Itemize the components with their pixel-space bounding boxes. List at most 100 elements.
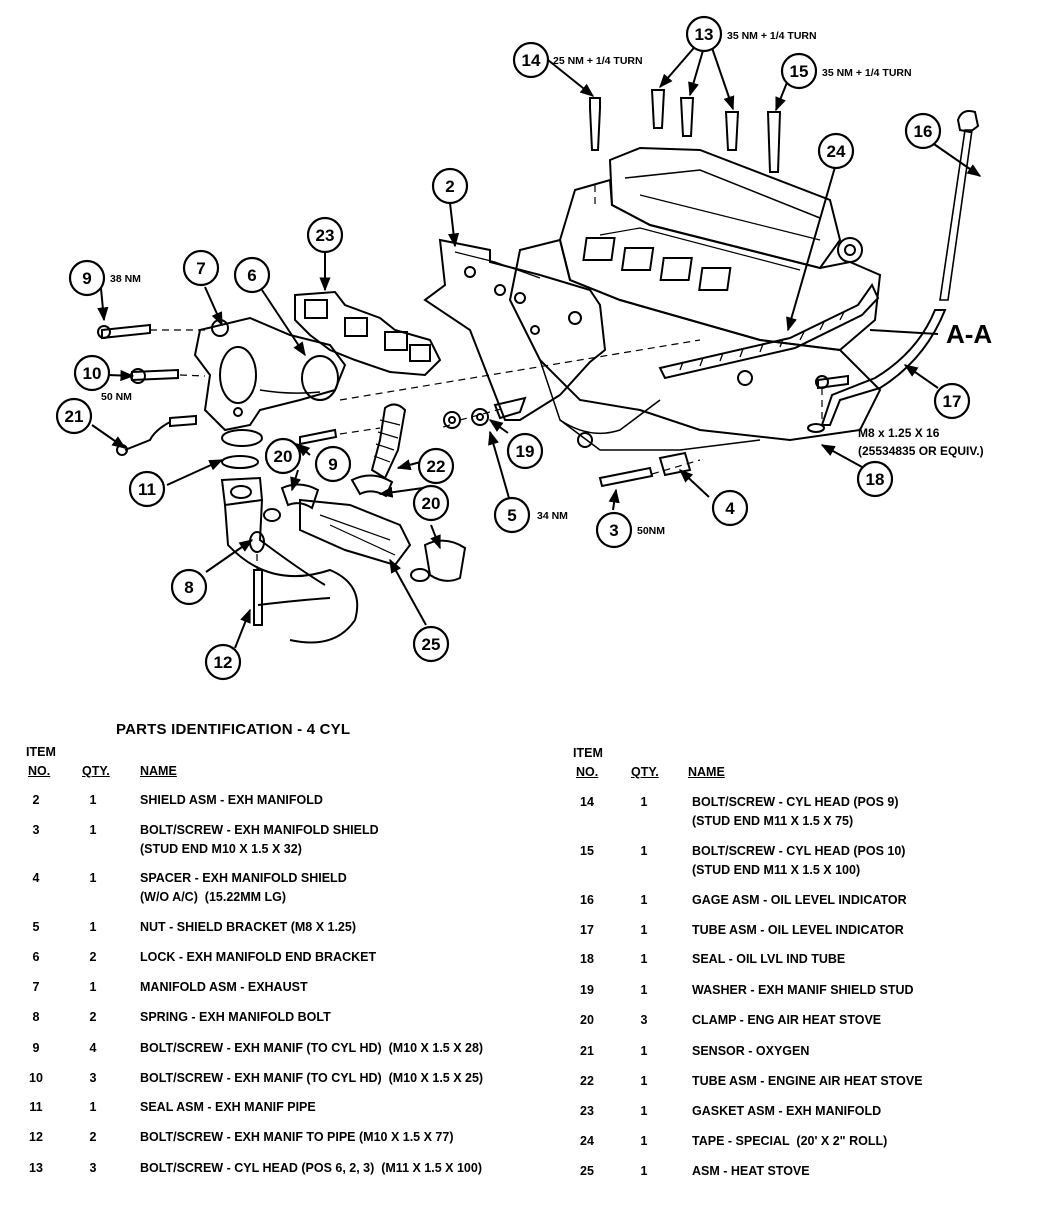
left-header-qty: QTY.: [82, 764, 110, 778]
callout-3: 3: [609, 521, 618, 540]
callout-9a: 9: [82, 269, 91, 288]
callout-24: 24: [827, 142, 846, 161]
callout-11: 11: [138, 480, 156, 499]
heat-shield-art: [423, 238, 607, 421]
item-qty: 1: [640, 1074, 648, 1088]
item-name: TUBE ASM - ENGINE AIR HEAT STOVE: [692, 1074, 923, 1088]
item-qty: 2: [89, 1130, 97, 1144]
item-name: BOLT/SCREW - CYL HEAD (POS 6, 2, 3) (M11…: [140, 1161, 482, 1175]
exhaust-manifold-art: [193, 316, 347, 432]
item-qty: 1: [89, 1100, 97, 1114]
item-qty: 2: [89, 1010, 97, 1024]
item-name: TUBE ASM - OIL LEVEL INDICATOR: [692, 923, 904, 937]
item-name: SEAL ASM - EXH MANIF PIPE: [140, 1100, 316, 1114]
item-no: 12: [29, 1130, 43, 1144]
callout-6-circle: [233, 256, 271, 294]
item-qty: 1: [640, 1044, 648, 1058]
item-qty: 1: [640, 952, 648, 966]
item-no: 17: [580, 923, 594, 937]
item-no: 5: [32, 920, 40, 934]
item-qty: 1: [640, 1164, 648, 1178]
callout-20a-circle: [264, 437, 302, 475]
item-qty: 2: [89, 950, 97, 964]
exploded-diagram: 14 13 15 16 24 2 23 7 6 9 10 21 11 20 9 …: [55, 15, 992, 681]
callout-12-circle: [204, 643, 242, 681]
callouts: [55, 15, 971, 681]
item-no: 6: [32, 950, 40, 964]
item-no: 21: [580, 1044, 594, 1058]
section-line: [869, 329, 939, 335]
item-qty: 1: [640, 1104, 648, 1118]
callout-25-circle: [412, 625, 450, 663]
item-qty: 3: [89, 1161, 97, 1175]
item-name: BOLT/SCREW - EXH MANIF TO PIPE (M10 X 1.…: [140, 1130, 454, 1144]
callout-17-circle: [933, 382, 971, 420]
item-no: 2: [32, 793, 40, 807]
callout-16-circle: [904, 112, 942, 150]
callout-11-circle: [128, 470, 166, 508]
item-no: 10: [29, 1071, 43, 1085]
torque-note-9: 38 NM: [110, 273, 141, 285]
right-header-name: NAME: [688, 765, 725, 779]
item-no: 16: [580, 893, 594, 907]
right-header-qty: QTY.: [631, 765, 659, 779]
item-name: BOLT/SCREW - EXH MANIF (TO CYL HD) (M10 …: [140, 1041, 484, 1055]
item-no: 20: [580, 1013, 594, 1027]
torque-note-13: 35 NM + 1/4 TURN: [727, 30, 817, 42]
item-qty: 1: [640, 983, 648, 997]
dipstick-art: [807, 110, 980, 433]
item-no: 11: [29, 1100, 43, 1114]
spec-notes: 25 NM + 1/4 TURN 35 NM + 1/4 TURN 35 NM …: [101, 30, 992, 537]
tape-harness-art: [658, 283, 880, 380]
item-name-line2: (W/O A/C) (15.22MM LG): [140, 890, 287, 904]
item-name: SEAL - OIL LVL IND TUBE: [692, 952, 846, 966]
callout-15-circle: [780, 52, 818, 90]
engine-block-art: [508, 146, 882, 451]
callout-22-circle: [417, 447, 455, 485]
callout-16: 16: [914, 122, 933, 141]
callout-22: 22: [427, 457, 446, 476]
item-no: 23: [580, 1104, 594, 1118]
callout-13: 13: [695, 25, 714, 44]
torque-note-14: 25 NM + 1/4 TURN: [553, 55, 643, 67]
callout-9a-circle: [68, 259, 106, 297]
stud-spec-line1: M8 x 1.25 X 16: [858, 426, 940, 440]
item-name: LOCK - EXH MANIFOLD END BRACKET: [140, 950, 377, 964]
callout-20b-circle: [412, 484, 450, 522]
gasket-art: [294, 290, 442, 377]
callout-17: 17: [943, 392, 962, 411]
parts-title: PARTS IDENTIFICATION - 4 CYL: [116, 721, 351, 738]
callout-25: 25: [422, 635, 441, 654]
item-name: MANIFOLD ASM - EXHAUST: [140, 980, 308, 994]
stud-spec-line2: (25534835 OR EQUIV.): [858, 444, 984, 458]
item-name-line2: (STUD END M11 X 1.5 X 75): [692, 814, 854, 828]
callout-14-circle: [512, 41, 550, 79]
item-no: 25: [580, 1164, 594, 1178]
item-name: NUT - SHIELD BRACKET (M8 X 1.25): [140, 920, 356, 934]
item-name: GAGE ASM - OIL LEVEL INDICATOR: [692, 893, 907, 907]
torque-note-5: 34 NM: [537, 510, 568, 522]
right-header-item: ITEM: [573, 746, 603, 760]
callout-24-circle: [817, 132, 855, 170]
torque-note-3: 50NM: [637, 525, 665, 537]
item-qty: 1: [89, 823, 97, 837]
item-no: 24: [580, 1134, 594, 1148]
bolts-art: [97, 89, 849, 626]
item-name: SHIELD ASM - EXH MANIFOLD: [140, 793, 323, 807]
callout-10-circle: [73, 354, 111, 392]
item-no: 9: [32, 1041, 40, 1055]
callout-20b: 20: [422, 494, 441, 513]
item-qty: 4: [89, 1041, 97, 1055]
item-name: SPRING - EXH MANIFOLD BOLT: [140, 1010, 331, 1024]
item-name: BOLT/SCREW - EXH MANIF (TO CYL HD) (M10 …: [140, 1071, 484, 1085]
item-no: 8: [32, 1010, 40, 1024]
item-qty: 1: [89, 871, 97, 885]
left-header-name: NAME: [140, 764, 177, 778]
callout-23-circle: [306, 216, 344, 254]
callout-4-circle: [711, 489, 749, 527]
item-name: TAPE - SPECIAL (20' X 2" ROLL): [692, 1134, 888, 1148]
callout-21-circle: [55, 397, 93, 435]
callout-15: 15: [790, 62, 809, 81]
item-qty: 1: [640, 1134, 648, 1148]
section-label: A-A: [946, 319, 992, 349]
